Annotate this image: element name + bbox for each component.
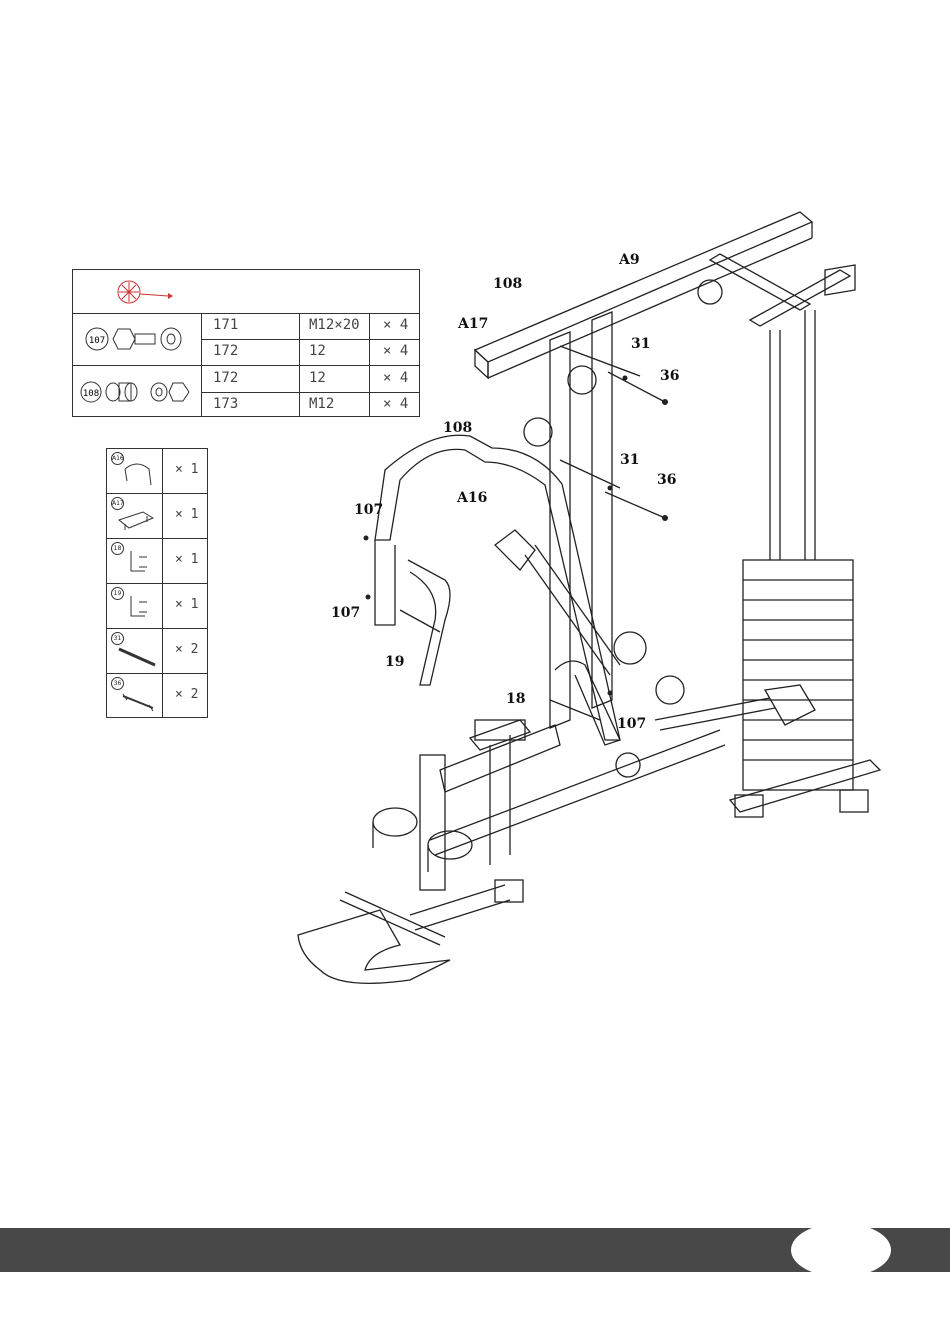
- hw-part-num: 172: [213, 370, 238, 386]
- wrench-icon: [113, 276, 173, 308]
- bracket-icon: [121, 459, 155, 489]
- callout-label: 107: [354, 502, 383, 518]
- handle-icon: [125, 592, 155, 624]
- parts-row: A17 × 1: [107, 494, 207, 539]
- threaded-rod-icon: [119, 690, 159, 714]
- callout-label: A17: [458, 316, 488, 332]
- page-number-badge: [791, 1223, 891, 1277]
- callout-label: 18: [506, 691, 525, 707]
- parts-row: 36 × 2: [107, 674, 207, 719]
- callout-label: 108: [493, 276, 522, 292]
- part-qty: × 1: [175, 552, 198, 567]
- part-qty: × 2: [175, 642, 198, 657]
- callout-label: 31: [620, 452, 639, 468]
- part-id-badge: 18: [111, 542, 124, 555]
- assembly-diagram: [280, 200, 900, 1000]
- part-qty: × 1: [175, 597, 198, 612]
- callout-label: 36: [660, 368, 679, 384]
- svg-text:108: 108: [83, 389, 99, 399]
- rod-icon: [115, 643, 159, 671]
- parts-row: A16 × 1: [107, 449, 207, 494]
- callout-label: 31: [631, 336, 650, 352]
- hw-part-num: 173: [213, 396, 238, 412]
- callout-label: 108: [443, 420, 472, 436]
- frame-part-icon: [117, 506, 157, 534]
- callout-label: 36: [657, 472, 676, 488]
- nut-washer-icon: 108: [79, 374, 197, 410]
- part-qty: × 1: [175, 462, 198, 477]
- callout-label: A9: [619, 252, 640, 268]
- hw-part-num: 172: [213, 343, 238, 359]
- handle-icon: [125, 547, 155, 579]
- callout-label: 19: [385, 654, 404, 670]
- svg-text:107: 107: [89, 336, 105, 346]
- callout-label: 107: [617, 716, 646, 732]
- callout-label: A16: [457, 490, 487, 506]
- part-qty: × 1: [175, 507, 198, 522]
- hw-part-num: 171: [213, 317, 238, 333]
- parts-row: 31 × 2: [107, 629, 207, 674]
- bolt-washer-icon: 107: [83, 321, 193, 359]
- parts-row: 19 × 1: [107, 584, 207, 629]
- parts-row: 18 × 1: [107, 539, 207, 584]
- part-qty: × 2: [175, 687, 198, 702]
- part-id-badge: 19: [111, 587, 124, 600]
- callout-label: 107: [331, 605, 360, 621]
- parts-table: A16 × 1 A17 × 1 18 × 1 19 × 1: [106, 448, 208, 718]
- part-id-badge: 36: [111, 677, 124, 690]
